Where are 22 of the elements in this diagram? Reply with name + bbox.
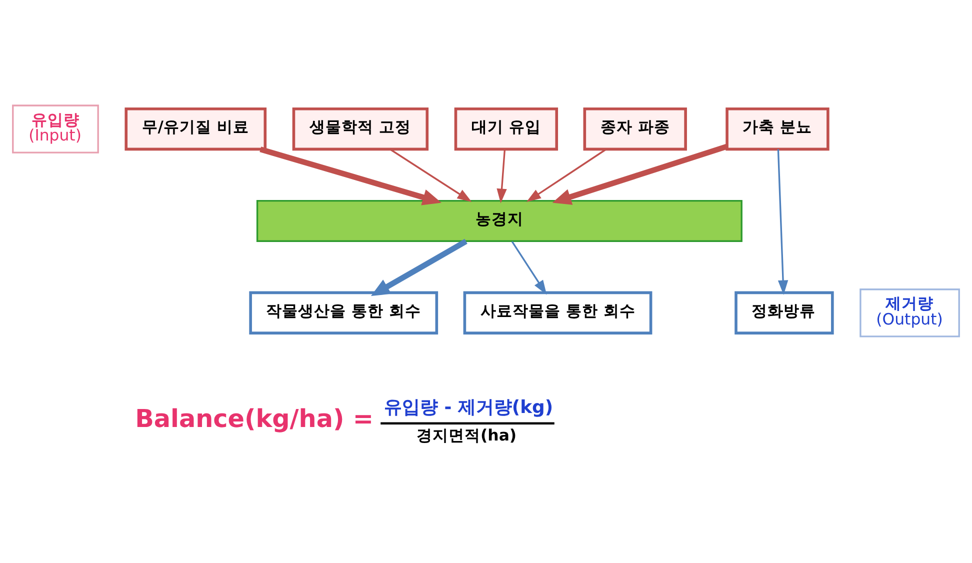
- arrow: [777, 149, 788, 295]
- arrow: [511, 241, 547, 295]
- arrow: [526, 148, 606, 202]
- label: 경지면적(ha): [416, 425, 517, 444]
- label: Balance(kg/ha) =: [135, 404, 374, 433]
- node-box: 작물생산을 통한 회수: [249, 291, 438, 334]
- node-box: 무/유기질 비료: [124, 107, 267, 151]
- node-box: 사료작물을 통한 회수: [463, 291, 652, 334]
- arrow: [552, 144, 728, 205]
- node-box: 제거량 (Output): [860, 288, 960, 338]
- arrow: [390, 148, 472, 202]
- node-box: 대기 유입: [454, 107, 558, 151]
- arrow: [370, 238, 468, 296]
- label: 유입량 - 제거량(kg): [384, 397, 554, 418]
- node-box: 종자 파종: [583, 107, 687, 151]
- arrow: [260, 146, 442, 206]
- node-box: 유입량 (Input): [12, 104, 99, 154]
- arrow: [496, 150, 507, 204]
- node-box: 가축 분뇨: [726, 107, 830, 151]
- node-box: 생물학적 고정: [292, 107, 429, 151]
- node-box: 정화방류: [734, 291, 834, 334]
- node-box: 농경지: [256, 200, 742, 242]
